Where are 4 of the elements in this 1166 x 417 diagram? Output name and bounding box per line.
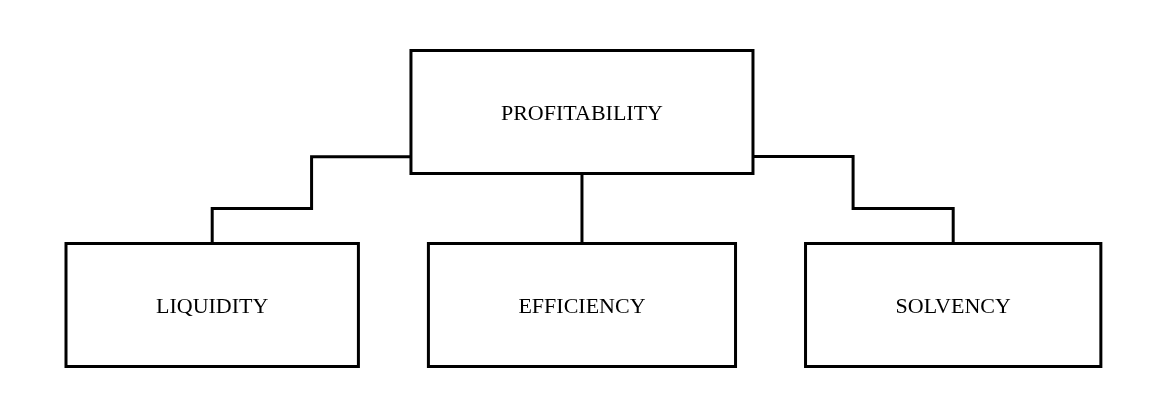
node-box: SOLVENCY <box>803 242 1102 368</box>
node-box: EFFICIENCY <box>426 242 737 368</box>
node-box: PROFITABILITY <box>409 49 755 175</box>
node-box: LIQUIDITY <box>64 242 360 368</box>
